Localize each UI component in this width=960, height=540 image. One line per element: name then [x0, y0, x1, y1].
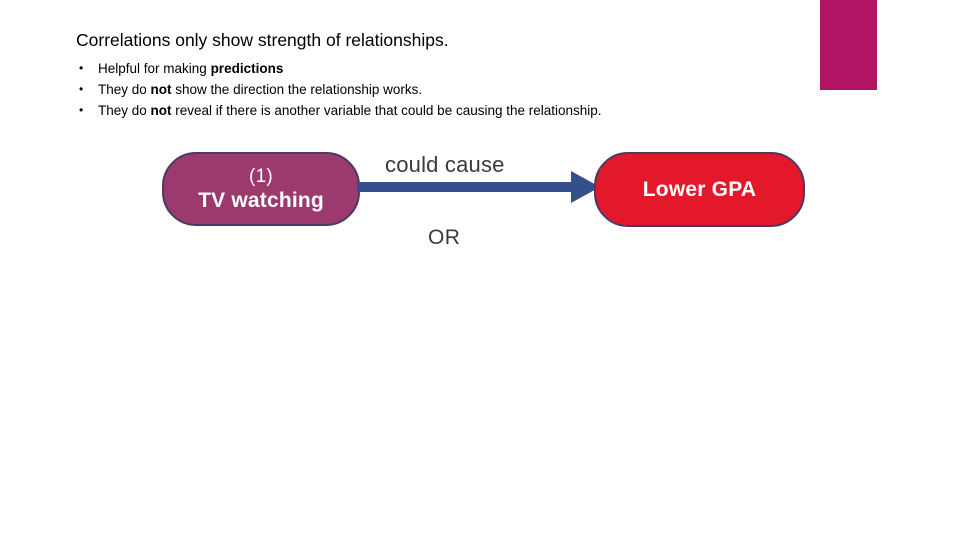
list-item-text: They do not reveal if there is another v… — [98, 100, 602, 121]
list-item-text-pre: Helpful for making — [98, 61, 211, 76]
diagram-node-effect-label: Lower GPA — [642, 178, 757, 201]
list-item-text-emphasis: not — [150, 103, 172, 118]
list-item-text: Helpful for making predictions — [98, 58, 283, 79]
bullet-marker-icon: • — [79, 103, 84, 117]
arrow-shaft — [357, 182, 575, 192]
diagram-alternative-label: OR — [428, 226, 461, 249]
page-title: Correlations only show strength of relat… — [76, 30, 449, 50]
bullet-marker-icon: • — [79, 82, 84, 96]
list-item-text-post: reveal if there is another variable that… — [171, 103, 602, 118]
list-item-text-emphasis: predictions — [210, 61, 284, 76]
list-item: • They do not reveal if there is another… — [76, 100, 836, 121]
bullet-marker-icon: • — [79, 61, 84, 75]
list-item-text-pre: They do — [98, 82, 151, 97]
diagram-node-cause-label: TV watching — [198, 188, 324, 212]
corner-accent-bar — [820, 0, 877, 90]
list-item-text-pre: They do — [98, 103, 151, 118]
diagram-arrow — [357, 171, 605, 203]
diagram-node-cause-index: (1) — [248, 165, 274, 187]
list-item-text-emphasis: not — [150, 82, 172, 97]
list-item-text-post: show the direction the relationship work… — [171, 82, 423, 97]
bullet-list: • Helpful for making predictions • They … — [76, 58, 836, 121]
list-item: • Helpful for making predictions — [76, 58, 836, 79]
diagram-node-cause: (1) TV watching — [162, 152, 360, 226]
diagram-node-effect: Lower GPA — [594, 152, 805, 227]
list-item-text: They do not show the direction the relat… — [98, 79, 422, 100]
list-item: • They do not show the direction the rel… — [76, 79, 836, 100]
